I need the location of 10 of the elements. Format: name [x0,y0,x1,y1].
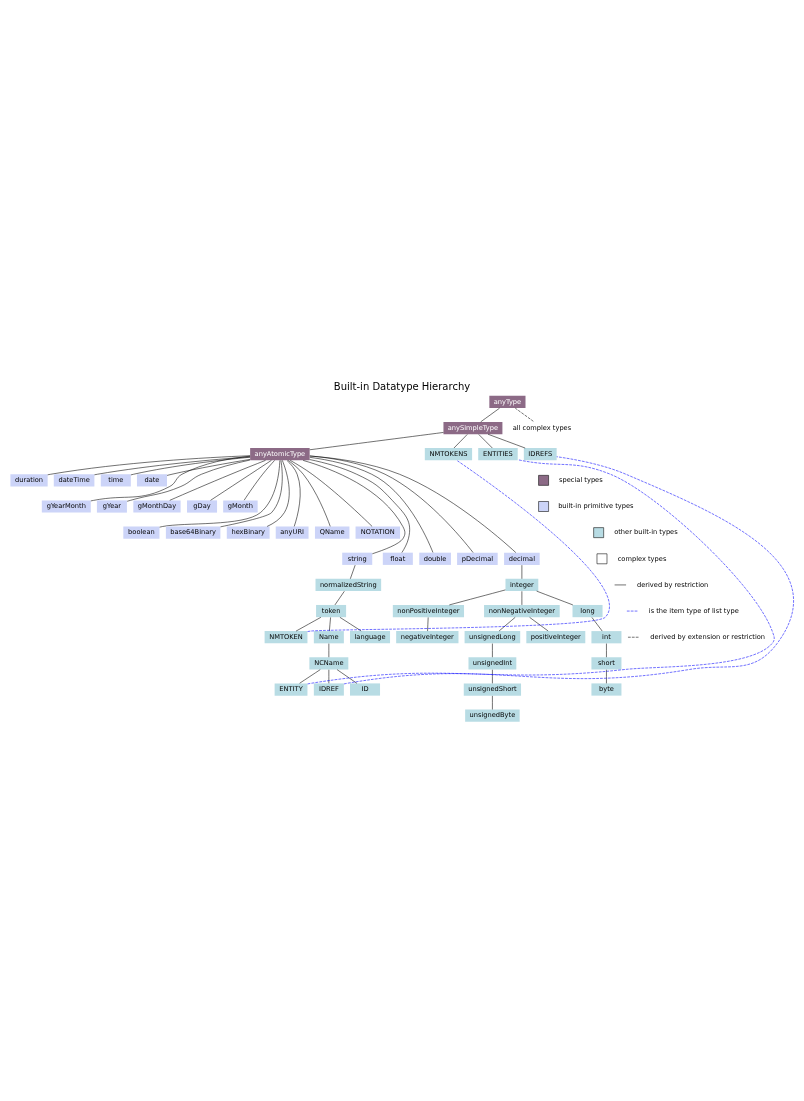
connector [309,455,474,553]
connector [130,456,251,475]
connector [166,458,251,476]
connector [307,459,610,632]
connector [309,455,517,553]
diagram-title: Built-in Datatype Hierarchy [333,380,471,392]
connector [90,455,251,501]
connector [309,456,434,553]
connector [94,456,251,475]
connector [47,454,251,475]
